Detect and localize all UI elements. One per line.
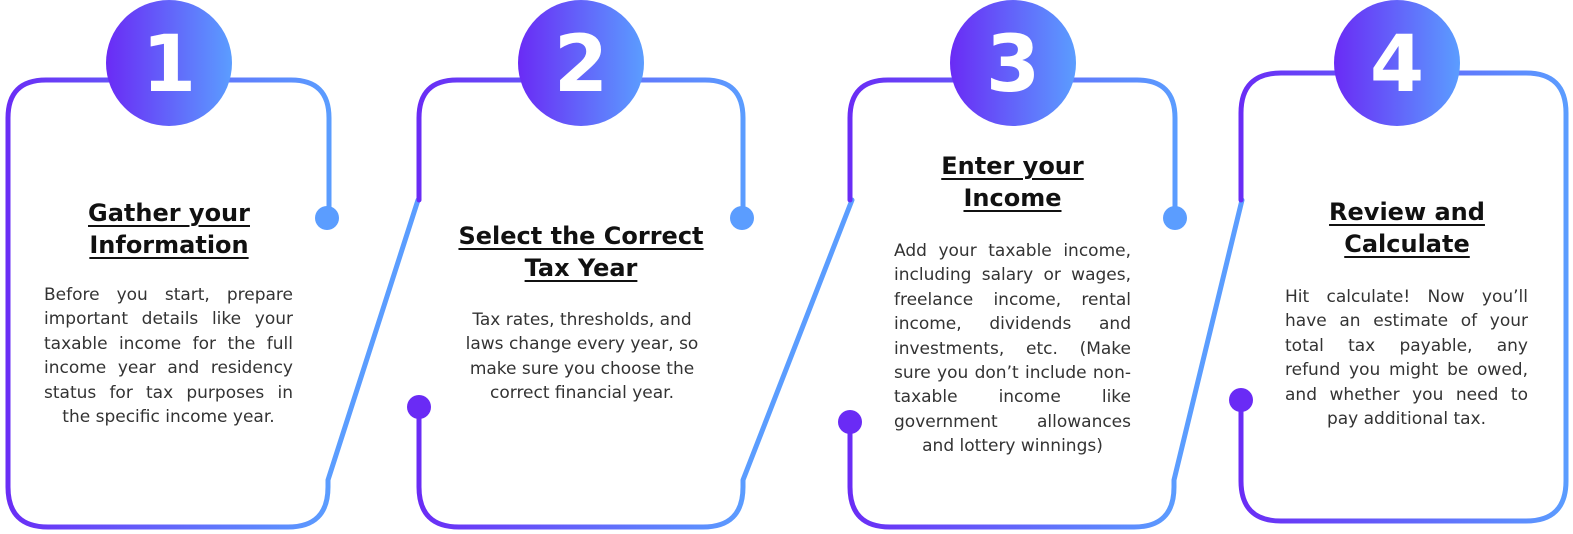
step-1-frame: 1 — [5, 0, 421, 530]
step-2-start-dot — [407, 395, 431, 419]
step-4-frame: 4 — [1229, 0, 1569, 524]
step-3-title-line-1: Enter your — [941, 152, 1084, 180]
step-1-number: 1 — [142, 20, 196, 110]
step-2-number-badge — [518, 0, 644, 126]
step-1-title-line-2: Information — [89, 231, 249, 259]
step-3-connector-dot — [1163, 206, 1187, 230]
step-2-frame: 2 — [407, 0, 855, 530]
step-4-title: Review and Calculate — [1280, 196, 1534, 260]
step-3-frame: 3 — [838, 0, 1245, 530]
step-1-description: Before you start, prepare important deta… — [44, 285, 293, 428]
step-3-title-line-2: Income — [963, 184, 1062, 212]
step-1-connector-dot — [315, 206, 339, 230]
step-3-description: Add your taxable income, including salar… — [894, 241, 1131, 457]
step-1-title: Gather your Information — [44, 197, 294, 261]
step-2-number: 2 — [554, 20, 608, 110]
step-2-title: Select the Correct Tax Year — [440, 220, 722, 284]
step-3-number: 3 — [986, 20, 1040, 110]
step-3-start-dot — [838, 410, 862, 434]
step-2-title-line-1: Select the Correct — [458, 222, 704, 250]
step-4-start-dot — [1229, 388, 1253, 412]
step-4-description: Hit calculate! Now you’ll have an estima… — [1285, 287, 1528, 430]
step-3-title: Enter your Income — [890, 150, 1135, 214]
step-4-title-line-1: Review and — [1329, 198, 1485, 226]
step-4-number: 4 — [1370, 20, 1424, 110]
step-4-number-badge — [1334, 0, 1460, 126]
step-3-number-badge — [950, 0, 1076, 126]
step-2-title-line-2: Tax Year — [524, 254, 638, 282]
step-2-connector-dot — [730, 206, 754, 230]
step-4-title-line-2: Calculate — [1344, 230, 1470, 258]
step-1-number-badge — [106, 0, 232, 126]
step-2-description: Tax rates, thresholds, and laws change e… — [465, 310, 699, 404]
step-1-title-line-1: Gather your — [88, 199, 250, 227]
